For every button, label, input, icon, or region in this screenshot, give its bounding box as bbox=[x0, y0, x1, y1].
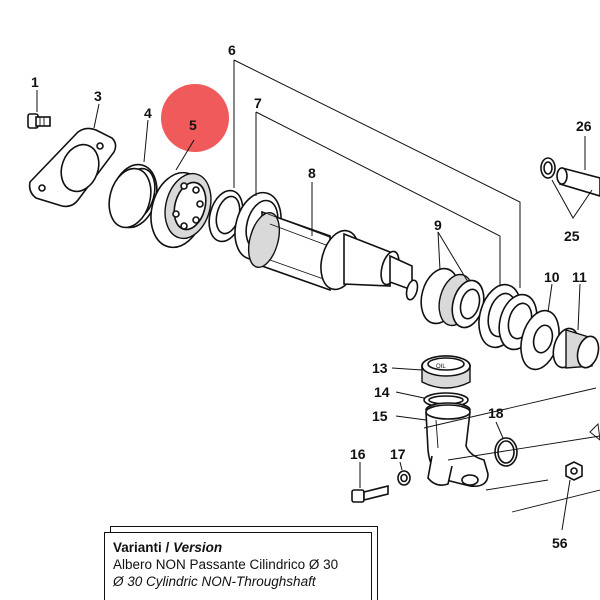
part-18-oring[interactable] bbox=[494, 437, 518, 467]
callout-6[interactable]: 6 bbox=[228, 42, 236, 58]
gearbox-housing-outline bbox=[423, 387, 600, 513]
variant-line-en: Ø 30 Cylindric NON-Throughshaft bbox=[113, 574, 316, 589]
part-3-flange[interactable] bbox=[28, 127, 117, 208]
callout-17[interactable]: 17 bbox=[390, 446, 406, 462]
variant-separator: / bbox=[165, 540, 170, 555]
highlight-circle bbox=[161, 84, 229, 152]
part-11-bushing[interactable] bbox=[549, 326, 600, 371]
part-15-filler-neck[interactable] bbox=[425, 402, 489, 488]
callout-3[interactable]: 3 bbox=[94, 88, 102, 104]
variant-title: Varianti / Version bbox=[113, 539, 363, 556]
part-8-shaft[interactable] bbox=[243, 209, 419, 301]
part-16-screw[interactable] bbox=[351, 484, 389, 503]
callout-11[interactable]: 11 bbox=[572, 269, 587, 285]
part-9-bearing-pair[interactable] bbox=[415, 264, 488, 331]
part-26-pin[interactable] bbox=[556, 166, 600, 197]
callout-15[interactable]: 15 bbox=[372, 408, 388, 424]
part-56-nut[interactable] bbox=[565, 461, 583, 481]
part-13-oil-cap[interactable]: OIL bbox=[421, 355, 471, 389]
cap-text: OIL bbox=[436, 364, 446, 370]
callout-9[interactable]: 9 bbox=[434, 217, 442, 233]
callout-8[interactable]: 8 bbox=[308, 165, 316, 181]
variant-label-en: Version bbox=[173, 540, 223, 555]
callout-10[interactable]: 10 bbox=[544, 269, 560, 285]
part-5-bearing[interactable] bbox=[143, 167, 218, 254]
callout-18[interactable]: 18 bbox=[488, 405, 504, 421]
variant-label-it: Varianti bbox=[113, 540, 162, 555]
variant-legend-box: Varianti / Version Albero NON Passante C… bbox=[104, 532, 372, 600]
callout-5[interactable]: 5 bbox=[189, 117, 197, 133]
callout-7[interactable]: 7 bbox=[254, 95, 262, 111]
callout-14[interactable]: 14 bbox=[374, 384, 390, 400]
part-4-ring[interactable] bbox=[103, 159, 164, 232]
part-1-screw[interactable] bbox=[27, 113, 51, 129]
part-17-nut[interactable] bbox=[397, 470, 411, 486]
callout-4[interactable]: 4 bbox=[144, 105, 152, 121]
callout-56[interactable]: 56 bbox=[552, 535, 568, 551]
callout-1[interactable]: 1 bbox=[31, 74, 39, 90]
callout-16[interactable]: 16 bbox=[350, 446, 366, 462]
callout-25[interactable]: 25 bbox=[564, 228, 580, 244]
part-25-clip[interactable] bbox=[540, 157, 556, 179]
variant-line-it: Albero NON Passante Cilindrico Ø 30 bbox=[113, 557, 339, 572]
callout-26[interactable]: 26 bbox=[576, 118, 592, 134]
callout-13[interactable]: 13 bbox=[372, 360, 388, 376]
